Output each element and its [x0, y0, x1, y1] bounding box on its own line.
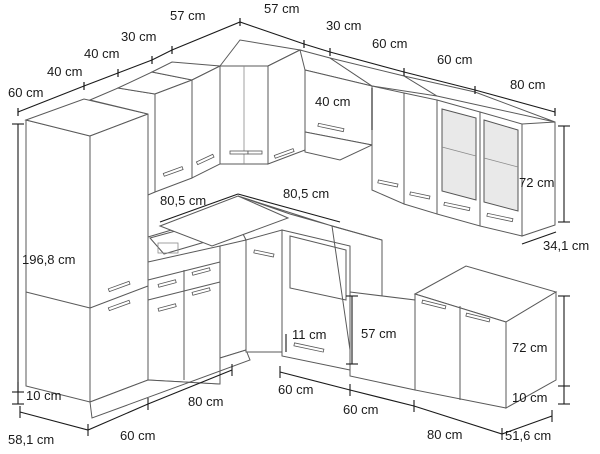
- label-top-40-b: 40 cm: [47, 64, 82, 79]
- label-top-30-right: 30 cm: [326, 18, 361, 33]
- right-base-run: [331, 225, 558, 409]
- label-bottom-80-left: 80 cm: [188, 394, 223, 409]
- label-plinth-left: 10 cm: [26, 388, 61, 403]
- label-bottom-80-right: 80 cm: [427, 427, 462, 442]
- label-top-57-right: 57 cm: [264, 1, 299, 16]
- label-oven-57: 57 cm: [361, 326, 396, 341]
- right-wall-cabinets: [299, 49, 556, 237]
- label-bottom-60-left: 60 cm: [120, 428, 155, 443]
- label-wall-72-height: 72 cm: [519, 175, 554, 190]
- label-wall-depth: 34,1 cm: [543, 238, 589, 253]
- label-top-60-b: 60 cm: [437, 52, 472, 67]
- label-bottom-60-mid-b: 60 cm: [343, 402, 378, 417]
- label-corner-805-left: 80,5 cm: [160, 193, 206, 208]
- label-top-60-left: 60 cm: [8, 85, 43, 100]
- label-top-60-a: 60 cm: [372, 36, 407, 51]
- dimension-labels: 57 cm 57 cm 30 cm 40 cm 40 cm 60 cm 30 c…: [8, 1, 589, 447]
- label-top-40-a: 40 cm: [84, 46, 119, 61]
- label-bottom-581: 58,1 cm: [8, 432, 54, 447]
- label-wall-40-height: 40 cm: [315, 94, 350, 109]
- label-top-30-left: 30 cm: [121, 29, 156, 44]
- label-tall-height: 196,8 cm: [22, 252, 75, 267]
- label-plinth-right: 10 cm: [512, 390, 547, 405]
- label-bottom-60-mid-a: 60 cm: [278, 382, 313, 397]
- label-top-80: 80 cm: [510, 77, 545, 92]
- label-bottom-516: 51,6 cm: [505, 428, 551, 443]
- label-corner-805-right: 80,5 cm: [283, 186, 329, 201]
- label-top-57-left: 57 cm: [170, 8, 205, 23]
- corner-base: [158, 195, 290, 353]
- dimension-lines: [12, 18, 570, 440]
- corner-wall-cabinet: [218, 39, 306, 165]
- label-base-72-height: 72 cm: [512, 340, 547, 355]
- tall-cabinet: [24, 98, 150, 403]
- label-drawer-11: 11 cm: [292, 327, 326, 342]
